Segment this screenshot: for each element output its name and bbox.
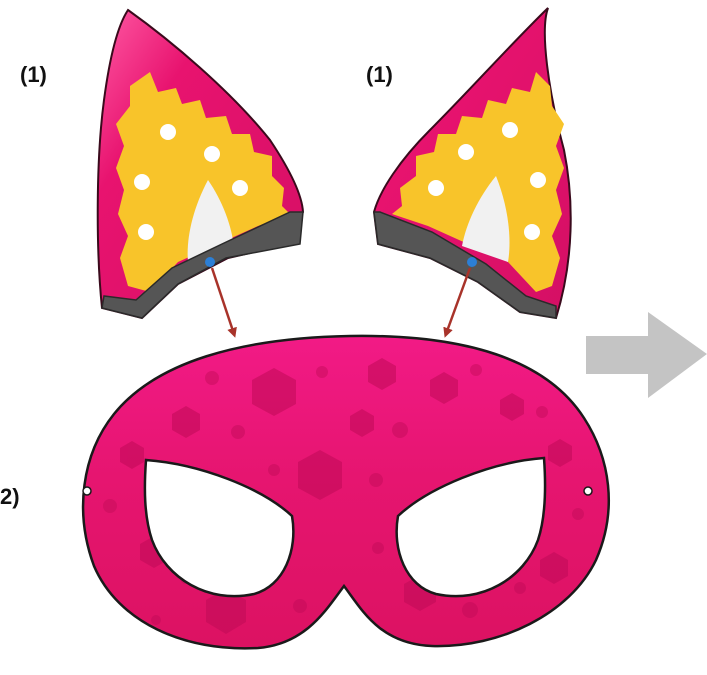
mask (83, 336, 609, 648)
mask-left-string-hole (83, 487, 91, 495)
left-ear-pin (205, 257, 215, 267)
mask-label: 2) (0, 484, 20, 510)
right-attach-arrow (446, 268, 470, 334)
left-attach-arrow (212, 268, 234, 334)
left-ear (98, 10, 303, 318)
ear-right-label: (1) (366, 62, 393, 88)
right-ear-pin (467, 257, 477, 267)
right-arrow-icon (586, 312, 707, 398)
ear-left-label: (1) (20, 62, 47, 88)
mask-right-string-hole (584, 487, 592, 495)
right-ear (374, 8, 571, 318)
